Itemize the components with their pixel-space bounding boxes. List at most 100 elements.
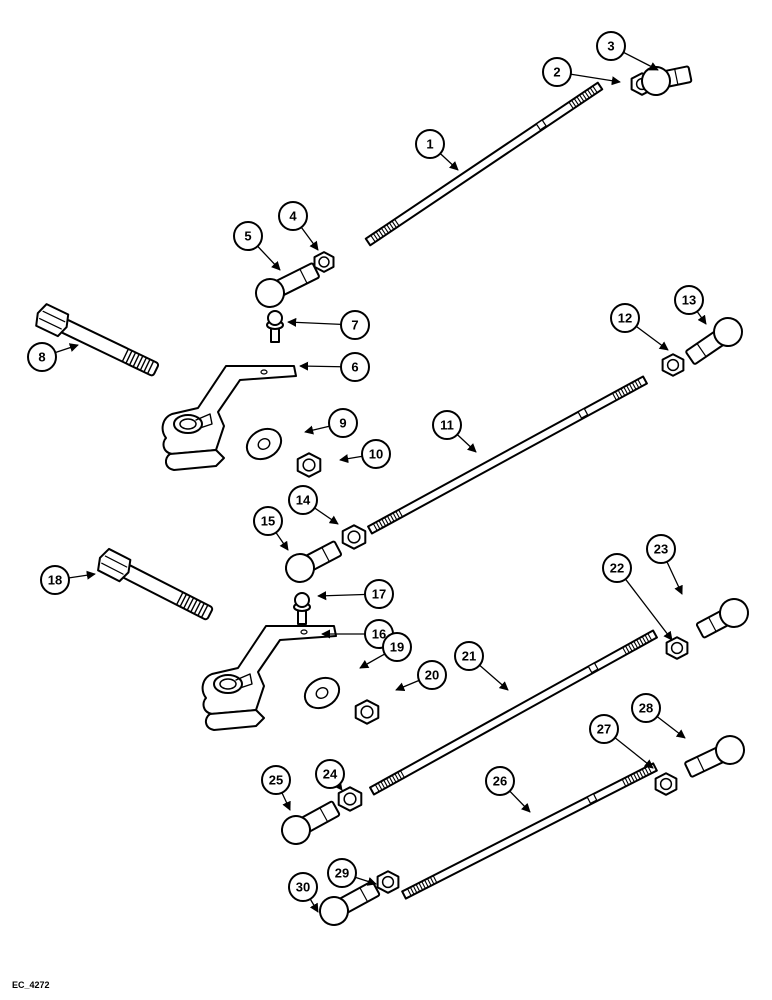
callout-bubble-4 xyxy=(278,201,308,231)
ball-stud-17 xyxy=(293,592,311,625)
tie-rod-21-thread xyxy=(624,645,630,654)
callout-label-1: 1 xyxy=(426,137,433,152)
tie-rod-21-shaft xyxy=(369,629,658,796)
tie-rod-11-thread xyxy=(620,388,626,397)
tie-rod-26-thread xyxy=(421,880,426,890)
tie-rod-1-thread xyxy=(386,224,392,232)
socket-15-body xyxy=(285,540,343,583)
nut-24-bore xyxy=(343,792,357,806)
tie-rod-21-thread xyxy=(380,780,386,790)
tie-rod-21-thread xyxy=(641,635,647,645)
callout-label-27: 27 xyxy=(597,722,611,737)
callout-label-22: 22 xyxy=(610,561,624,576)
bolt-18-thread xyxy=(193,600,202,615)
socket-25 xyxy=(281,800,341,845)
callout-bubble-7 xyxy=(340,310,370,340)
callout-label-9: 9 xyxy=(339,416,346,431)
tie-rod-11-thread xyxy=(386,515,392,524)
tie-rod-26-thread xyxy=(627,775,633,785)
tie-rod-26-thread xyxy=(638,769,644,779)
nut-20-bore xyxy=(360,705,374,719)
callout-bubble-17 xyxy=(364,579,394,609)
callout-bubble-10 xyxy=(361,439,391,469)
callout-label-5: 5 xyxy=(244,229,251,244)
bolt-18-thread xyxy=(182,595,191,610)
bolt-18-face xyxy=(101,562,124,575)
bolt-18-thread xyxy=(190,598,198,613)
tie-rod-21-thread xyxy=(622,646,628,655)
figure-caption: EC_4272 xyxy=(12,980,50,990)
tie-rod-11-thread xyxy=(626,384,631,394)
bolt-18-face xyxy=(104,555,128,568)
socket-23-slot xyxy=(708,616,717,633)
tie-rod-21-thread xyxy=(391,774,397,783)
tie-rod-1-thread xyxy=(380,227,387,236)
bolt-18-thread xyxy=(175,591,184,606)
tie-rod-1-thread xyxy=(383,225,390,234)
bolt-18-thread xyxy=(179,593,188,608)
tie-rod-21-thread xyxy=(383,779,389,788)
bolt-8-thread xyxy=(128,351,137,366)
tie-rod-11-flat xyxy=(577,407,589,419)
tie-rod-11-thread xyxy=(637,378,643,387)
bolt-18-thread xyxy=(197,602,205,617)
nut-22-bore xyxy=(670,641,684,655)
tie-rod-1-thread xyxy=(375,231,382,239)
tie-rod-26-thread xyxy=(630,774,635,783)
socket-23-body xyxy=(695,598,749,639)
bolt-8-body xyxy=(35,303,160,377)
tie-rod-26-thread xyxy=(621,778,627,787)
clevis-16-bore xyxy=(219,678,237,690)
tie-rod-11-thread xyxy=(392,512,398,521)
tie-rod-1 xyxy=(364,81,604,247)
tie-rod-26 xyxy=(401,762,658,900)
callout-bubble-23 xyxy=(646,534,676,564)
socket-25-ball xyxy=(281,815,311,845)
tie-rod-11-shaft xyxy=(367,375,648,535)
callout-label-18: 18 xyxy=(48,573,62,588)
socket-13-ball xyxy=(713,317,743,347)
callout-bubble-19 xyxy=(382,632,412,662)
tie-rod-11-thread xyxy=(631,381,637,390)
socket-30-ball xyxy=(319,896,349,926)
tie-rod-21-thread xyxy=(647,632,653,641)
tie-rod-11-thread xyxy=(395,510,401,519)
callout-label-2: 2 xyxy=(553,65,560,80)
socket-28 xyxy=(684,735,745,778)
callout-bubble-20 xyxy=(417,660,447,690)
socket-25-slot xyxy=(319,807,329,823)
bolt-18-body xyxy=(97,547,214,621)
callout-label-13: 13 xyxy=(682,293,696,308)
tie-rod-11-thread xyxy=(398,509,404,518)
callout-bubble-24 xyxy=(315,759,345,789)
callout-label-29: 29 xyxy=(335,866,349,881)
clevis-16-hole xyxy=(300,629,308,635)
callout-label-24: 24 xyxy=(323,767,338,782)
bolt-8-thread xyxy=(121,348,130,363)
tie-rod-21-thread xyxy=(377,782,383,791)
tie-rod-26-thread xyxy=(424,879,429,888)
tie-rod-1-thread xyxy=(568,101,574,110)
tie-rod-21-thread xyxy=(644,634,650,643)
tie-rod-21-thread xyxy=(385,777,391,786)
bolt-8-face xyxy=(42,310,66,323)
callout-bubble-8 xyxy=(27,342,57,372)
tie-rod-26-thread xyxy=(415,883,421,893)
socket-28-body xyxy=(684,735,745,778)
nut-10 xyxy=(296,452,322,478)
tie-rod-21-thread xyxy=(397,771,403,780)
clevis-6 xyxy=(161,365,297,471)
nut-12 xyxy=(661,353,685,377)
tie-rod-1-flat xyxy=(535,119,547,131)
callout-label-8: 8 xyxy=(38,350,45,365)
washer-9-inner xyxy=(257,438,271,450)
tie-rod-1-thread xyxy=(570,99,577,108)
tie-rod-11-thread xyxy=(389,513,395,522)
bolt-18 xyxy=(97,547,214,621)
tie-rod-1-thread xyxy=(378,229,384,238)
callout-label-25: 25 xyxy=(269,773,283,788)
socket-5-ball xyxy=(255,278,285,308)
tie-rod-11-thread xyxy=(375,521,381,530)
tie-rod-11 xyxy=(367,375,648,535)
socket-23 xyxy=(695,598,749,639)
